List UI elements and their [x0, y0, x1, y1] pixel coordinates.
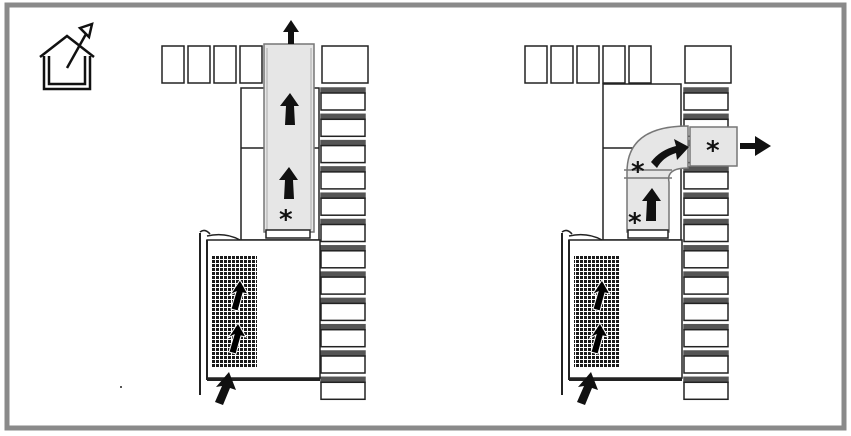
- brick: [683, 276, 729, 295]
- up-arrow: [642, 188, 661, 221]
- brick: [161, 45, 185, 84]
- marker-asterisk: *: [279, 205, 293, 235]
- brick: [683, 302, 729, 322]
- brick: [320, 355, 366, 374]
- house-ventilation-icon: [39, 22, 95, 91]
- brick: [320, 250, 366, 269]
- brick: [683, 197, 729, 216]
- brick: [683, 328, 729, 348]
- outlet-duct: [689, 126, 738, 167]
- brick: [576, 45, 600, 84]
- up-arrow: [280, 93, 299, 125]
- left-installation: *: [161, 20, 369, 405]
- brick: [187, 45, 211, 84]
- mesh-arrow: [226, 322, 247, 355]
- marker-asterisk: *: [706, 136, 720, 166]
- brick: [683, 92, 729, 111]
- vertical-duct: [263, 43, 315, 233]
- brick: [239, 45, 263, 84]
- top-brick-row: [524, 45, 732, 84]
- brick: [320, 276, 366, 295]
- brick: [683, 355, 729, 374]
- inlet-arrow: [215, 372, 236, 405]
- marker-asterisk: *: [628, 208, 642, 238]
- brick: [683, 171, 729, 190]
- brick: [628, 45, 652, 84]
- mesh-arrow: [590, 279, 611, 312]
- brick: [320, 223, 366, 243]
- brick: [320, 171, 366, 190]
- top-brick-row: [161, 45, 369, 84]
- brick: [683, 381, 729, 401]
- brick: [320, 302, 366, 322]
- brick: [320, 197, 366, 216]
- brick: [320, 92, 366, 111]
- elbow-arrow: [651, 139, 689, 168]
- side-brick-column: [320, 87, 366, 401]
- brick: [320, 381, 366, 401]
- brick: [320, 144, 366, 164]
- brick: [683, 223, 729, 243]
- brick: [320, 118, 366, 138]
- brick: [683, 250, 729, 269]
- brick: [213, 45, 237, 84]
- mesh-arrow: [588, 322, 609, 355]
- up-arrow: [279, 167, 298, 199]
- mesh-arrow: [228, 279, 249, 312]
- inlet-arrow: [577, 372, 598, 405]
- brick: [320, 328, 366, 348]
- brick: [684, 45, 732, 84]
- marker-asterisk: *: [631, 157, 645, 187]
- brick: [321, 45, 369, 84]
- right-installation: * * *: [524, 45, 771, 405]
- brick: [524, 45, 548, 84]
- outlet-arrow: [740, 136, 771, 156]
- brick: [550, 45, 574, 84]
- brick: [602, 45, 626, 84]
- up-arrow: [283, 20, 299, 44]
